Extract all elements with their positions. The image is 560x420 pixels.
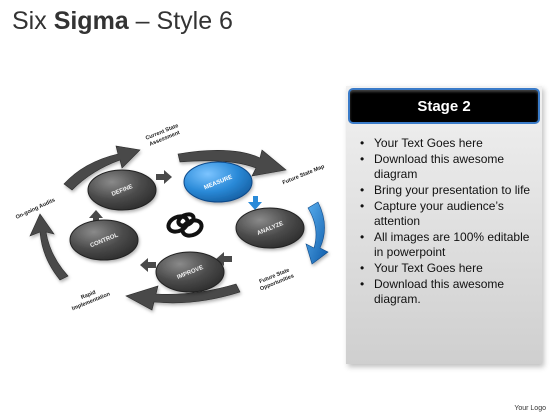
bullet-list: Your Text Goes here Download this awesom…	[360, 136, 536, 308]
label-current-state: Current State Assessment	[145, 123, 181, 148]
title-rest: – Style 6	[128, 7, 233, 35]
inner-arrow-measure-analyze	[248, 196, 262, 210]
node-analyze: ANALYZE	[235, 207, 305, 249]
center-rings-icon	[166, 212, 204, 238]
node-measure: MEASURE	[183, 161, 253, 203]
six-sigma-cycle-diagram: DEFINE MEASURE ANALYZE IMPROVE CONTROL C…	[15, 123, 329, 313]
label-rapid-implementation: Rapid Implementation	[71, 290, 112, 313]
slide-title: Six Sigma – Style 6	[12, 6, 233, 36]
inner-arrow-control-define	[89, 210, 103, 224]
label-ongoing-audits: On-going Audits	[15, 197, 56, 221]
outer-arrow-top	[177, 149, 287, 177]
label-rapid-line1: Rapid	[80, 290, 96, 301]
inner-arrow-improve-control	[140, 258, 156, 272]
title-plain: Six	[12, 7, 54, 35]
node-improve: IMPROVE	[155, 251, 225, 293]
title-bold: Sigma	[53, 7, 129, 35]
inner-arrow-define-measure	[156, 170, 172, 184]
bullet-item: Capture your audience’s attention	[360, 199, 536, 229]
stage-heading: Stage 2	[350, 90, 538, 122]
label-future-opportunities: Future State Opportunities	[258, 267, 294, 292]
footer-logo: Your Logo	[514, 405, 546, 412]
node-define: DEFINE	[87, 169, 157, 211]
outer-arrow-left	[29, 213, 69, 281]
node-control: CONTROL	[69, 219, 139, 261]
stage-panel: Stage 2 Your Text Goes here Download thi…	[346, 86, 542, 364]
outer-arrow-bottom	[125, 283, 241, 311]
bullet-item: Bring your presentation to life	[360, 183, 536, 198]
bullet-item: Your Text Goes here	[360, 261, 536, 276]
bullet-item: All images are 100% editable in powerpoi…	[360, 230, 536, 260]
bullet-item: Download this awesome diagram.	[360, 277, 536, 307]
bullet-item: Download this awesome diagram	[360, 152, 536, 182]
outer-arrow-left-top	[63, 145, 141, 191]
blue-arrow-right	[305, 201, 329, 265]
label-future-state-map: Future State Map	[282, 164, 326, 187]
bullet-item: Your Text Goes here	[360, 136, 536, 151]
